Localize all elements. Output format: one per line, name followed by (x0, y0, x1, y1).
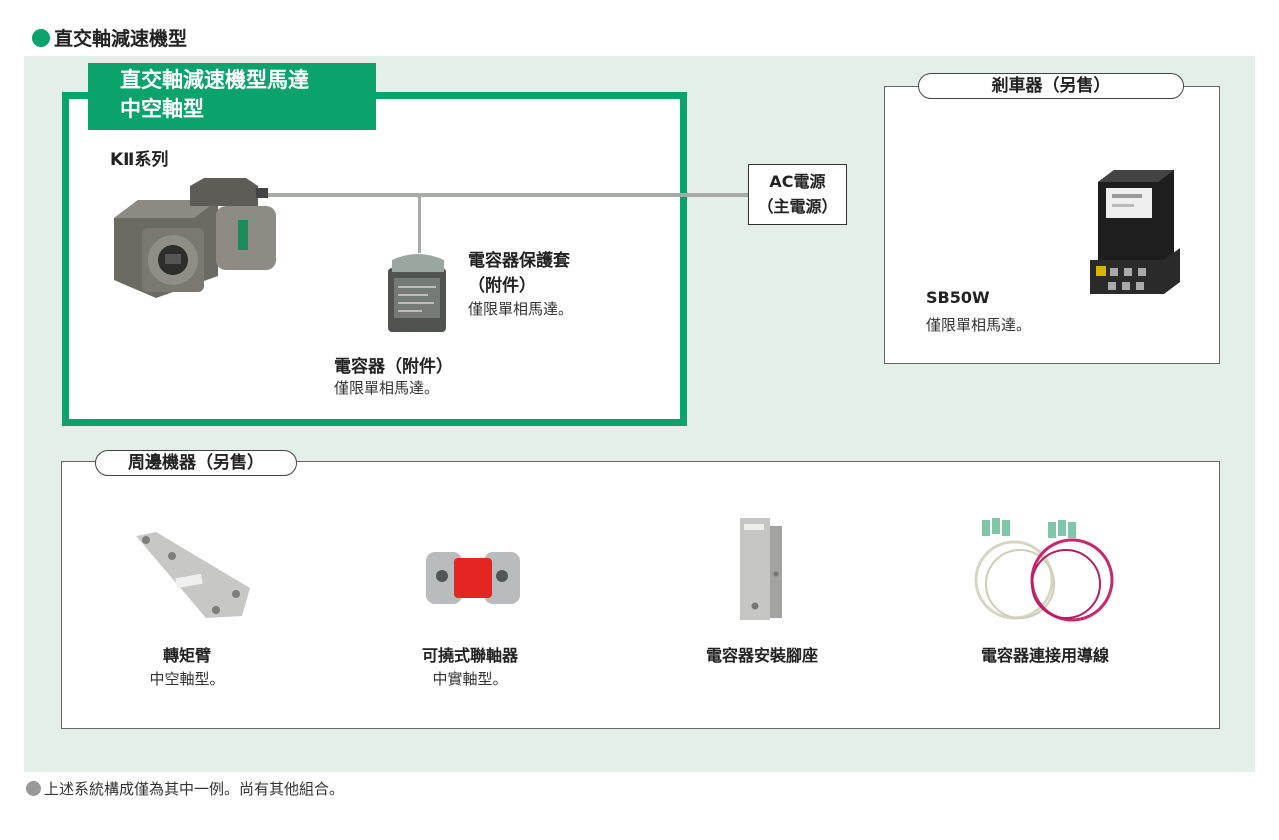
periph-item-1-note: 中空軸型。 (149, 668, 224, 689)
power-wire-horizontal (255, 193, 750, 197)
brake-unit-icon (1088, 164, 1184, 298)
periph-item-3-name: 電容器安裝腳座 (706, 642, 818, 666)
series-label: KⅡ系列 (110, 145, 168, 170)
brake-model: SB50W (926, 288, 990, 307)
periph-item-4-name: 電容器連接用導線 (981, 642, 1109, 666)
bullet-dot-icon (32, 29, 50, 47)
footnote: 上述系統構成僅為其中一例。尚有其他組合。 (26, 778, 344, 799)
ac-power-box: AC電源 （主電源） (748, 164, 847, 225)
capacitor-cable-icon (966, 514, 1122, 626)
capacitor-title: 電容器（附件） (334, 352, 453, 377)
capacitor-cover-title-line2: （附件） (468, 271, 570, 296)
ac-power-line2: （主電源） (749, 194, 846, 219)
peripherals-title: 周邊機器（另售） (95, 450, 297, 476)
flexible-coupling-icon (424, 546, 522, 610)
ac-power-line1: AC電源 (749, 169, 846, 194)
capacitor-icon (386, 250, 450, 334)
torque-arm-icon (132, 530, 254, 620)
periph-item-2-name: 可撓式聯軸器 (422, 642, 518, 666)
gear-motor-icon (108, 176, 288, 300)
section-title-text: 直交軸減速機型 (54, 24, 187, 51)
footnote-bullet-icon (26, 781, 41, 796)
power-wire-vertical (418, 193, 421, 253)
brake-title: 剎車器（另售） (918, 73, 1184, 99)
capacitor-note: 僅限單相馬達。 (334, 377, 439, 398)
periph-item-1-name: 轉矩臂 (163, 642, 211, 666)
motor-group-tab: 直交軸減速機型馬達 中空軸型 (88, 63, 376, 130)
footnote-text: 上述系統構成僅為其中一例。尚有其他組合。 (44, 778, 344, 799)
motor-tab-line2: 中空軸型 (120, 95, 376, 124)
capacitor-cover-title-line1: 電容器保護套 (468, 246, 570, 271)
capacitor-cover-title: 電容器保護套 （附件） (468, 246, 570, 296)
capacitor-bracket-icon (736, 514, 786, 624)
capacitor-cover-note: 僅限單相馬達。 (468, 298, 573, 319)
periph-item-2-note: 中實軸型。 (432, 668, 507, 689)
brake-note: 僅限單相馬達。 (926, 314, 1031, 335)
section-title: 直交軸減速機型 (32, 24, 187, 51)
motor-tab-line1: 直交軸減速機型馬達 (120, 66, 376, 95)
